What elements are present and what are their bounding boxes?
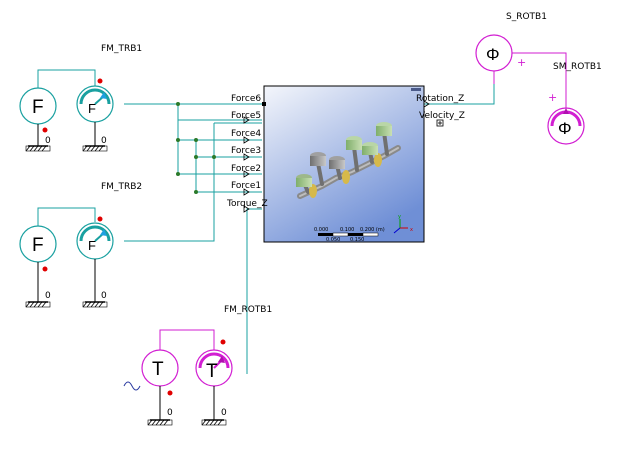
port-torque-z[interactable] <box>243 205 250 213</box>
gauge-icon <box>198 352 230 369</box>
marker-dot <box>167 390 173 396</box>
force-source-trb1[interactable]: FM_TRB1 F 0 <box>19 44 142 152</box>
port-velocity-z[interactable] <box>436 119 444 127</box>
wire-rotb1-top <box>159 329 215 350</box>
ground-value: 0 <box>167 408 173 418</box>
port-force1[interactable] <box>243 188 250 196</box>
junction-dot <box>212 155 216 159</box>
rotation-sensor-sm-rotb1[interactable]: SM_ROTB1 + Φ <box>547 62 602 145</box>
scale-tick-label: 0.050 <box>326 237 340 243</box>
torque-source-rotb1[interactable]: FM_ROTB1 T 0 <box>123 305 272 426</box>
component-label-sm-rotb1: SM_ROTB1 <box>553 62 602 72</box>
port-force4[interactable] <box>243 136 250 144</box>
marker-dot <box>42 266 48 272</box>
port-label-force3: Force3 <box>231 146 261 156</box>
torque-symbol: T <box>206 361 218 382</box>
wire-trb2 <box>124 123 215 242</box>
component-label-fm-rotb1: FM_ROTB1 <box>224 305 272 315</box>
block-header-tag <box>411 88 421 91</box>
port-label-rotation-z: Rotation_Z <box>416 94 464 104</box>
scale-tick-label: 0.100 <box>340 227 354 233</box>
ground-icon <box>25 301 51 308</box>
gauge-icon <box>79 88 111 105</box>
ground-value: 0 <box>101 136 107 146</box>
axis-x-label: x <box>410 227 413 233</box>
force-symbol: F <box>32 97 44 118</box>
port-force3[interactable] <box>243 153 250 161</box>
polarity-plus: + <box>517 56 526 69</box>
marker-dot <box>42 127 48 133</box>
marker-dot <box>97 216 103 222</box>
port-label-force4: Force4 <box>231 129 261 139</box>
mechanism-block[interactable]: 0.000 0.100 0.200 (m) 0.050 0.150 y x Fo… <box>226 85 465 243</box>
ground-icon <box>147 419 173 426</box>
sine-wave-icon <box>123 381 141 391</box>
port-force5[interactable] <box>243 116 250 124</box>
force-symbol: F <box>32 235 44 256</box>
port-label-velocity-z: Velocity_Z <box>419 111 465 121</box>
ground-value: 0 <box>45 291 51 301</box>
junction-dot <box>194 138 198 142</box>
ground-icon <box>82 145 108 152</box>
axis-triad-icon: y x <box>393 214 413 234</box>
wires <box>37 69 495 374</box>
scale-tick-label: 0.200 (m) <box>360 227 385 233</box>
port-label-force1: Force1 <box>231 181 261 191</box>
ground-icon <box>201 419 227 426</box>
engine-illustration <box>296 122 401 199</box>
ground-icon <box>82 301 108 308</box>
wire-trb1-top <box>37 69 96 88</box>
port-force6[interactable] <box>262 102 266 106</box>
port-label-force2: Force2 <box>231 164 261 174</box>
port-label-torque-z: Torque_Z <box>226 199 268 209</box>
junctions <box>176 102 216 194</box>
ground-value: 0 <box>101 291 107 301</box>
torque-symbol: T <box>152 359 164 380</box>
force-source-trb2[interactable]: FM_TRB2 F 0 <box>19 182 142 308</box>
scale-bar: 0.000 0.100 0.200 (m) 0.050 0.150 <box>314 227 385 243</box>
rotation-sensor-s-rotb1[interactable]: S_ROTB1 Φ + <box>475 12 567 108</box>
marker-dot <box>97 78 103 84</box>
junction-dot <box>176 172 180 176</box>
phi-symbol: Φ <box>486 45 500 64</box>
junction-dot <box>176 102 180 106</box>
force-symbol: F <box>88 238 96 253</box>
marker-dot <box>220 339 226 345</box>
force-symbol: F <box>88 101 96 116</box>
wire-torque <box>246 208 262 374</box>
component-label-fm-trb1: FM_TRB1 <box>101 44 142 54</box>
port-label-force6: Force6 <box>231 94 261 104</box>
wire-trb2-top <box>37 207 96 226</box>
force-sensor-trb1[interactable]: F 0 <box>76 78 114 152</box>
torque-sensor-rotb1[interactable]: T 0 <box>195 339 233 426</box>
phi-symbol: Φ <box>558 119 572 138</box>
junction-dot <box>194 155 198 159</box>
force-sensor-trb2[interactable]: F 0 <box>76 216 114 308</box>
wire-s-to-sm <box>512 52 567 108</box>
scale-tick-label: 0.000 <box>314 227 328 233</box>
axis-y-label: y <box>398 214 401 220</box>
polarity-plus: + <box>548 91 557 104</box>
wire-rotation <box>424 84 495 105</box>
component-label-fm-trb2: FM_TRB2 <box>101 182 142 192</box>
ground-value: 0 <box>45 136 51 146</box>
ground-icon <box>25 145 51 152</box>
scale-tick-label: 0.150 <box>350 237 364 243</box>
port-label-force5: Force5 <box>231 111 261 121</box>
component-label-s-rotb1: S_ROTB1 <box>506 12 547 22</box>
junction-dot <box>194 190 198 194</box>
port-rotation-z[interactable] <box>423 100 430 108</box>
ground-value: 0 <box>221 408 227 418</box>
junction-dot <box>176 138 180 142</box>
input-ports: Force6 Force5 Force4 Force3 Force2 Force… <box>226 94 268 213</box>
gauge-icon <box>79 225 111 242</box>
port-force2[interactable] <box>243 170 250 178</box>
output-ports: Rotation_Z Velocity_Z <box>416 94 465 127</box>
